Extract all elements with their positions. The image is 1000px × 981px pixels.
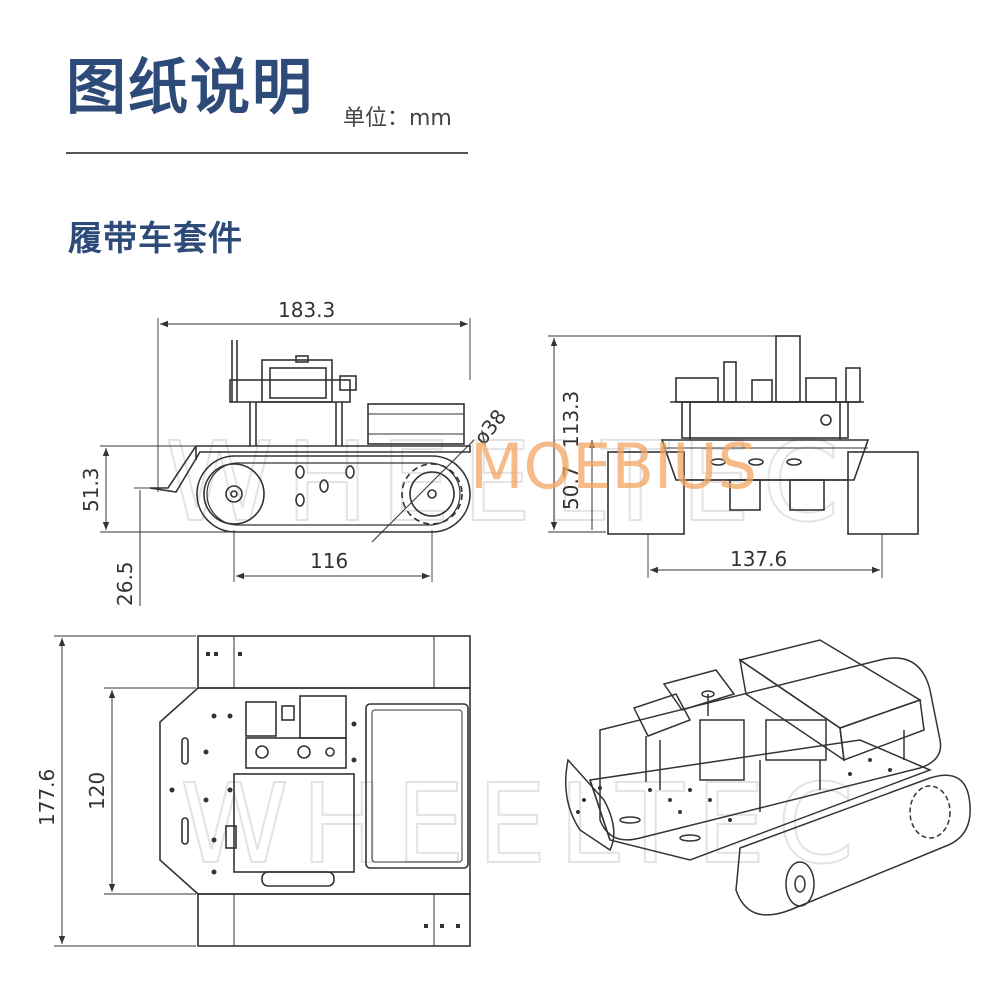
dim-top-overall-width: 177.6 bbox=[35, 769, 59, 826]
title-divider bbox=[66, 152, 468, 154]
section-subtitle: 履带车套件 bbox=[68, 219, 243, 259]
isometric-view bbox=[565, 639, 971, 916]
top-view-holes bbox=[169, 652, 460, 928]
watermark-wheeltec-top: WHEELTEC bbox=[180, 760, 866, 888]
isometric-holes bbox=[576, 758, 892, 822]
unit-label: 单位：mm bbox=[343, 106, 452, 131]
top-view bbox=[54, 635, 471, 947]
page-title: 图纸说明 bbox=[66, 53, 314, 123]
dim-front-total-height: 113.3 bbox=[559, 391, 583, 448]
dim-length-total: 183.3 bbox=[278, 298, 335, 322]
watermark-moebius: MOEBIUS bbox=[470, 430, 757, 503]
dim-wheelbase: 116 bbox=[310, 549, 348, 573]
side-view bbox=[100, 318, 475, 606]
front-view bbox=[548, 335, 919, 578]
dim-front-body-height: 50.7 bbox=[559, 465, 583, 510]
dim-top-inner-width: 120 bbox=[85, 772, 109, 810]
dim-track-height: 51.3 bbox=[79, 467, 103, 512]
dim-ground-clearance: 26.5 bbox=[113, 561, 137, 606]
dim-track-width: 137.6 bbox=[730, 547, 787, 571]
